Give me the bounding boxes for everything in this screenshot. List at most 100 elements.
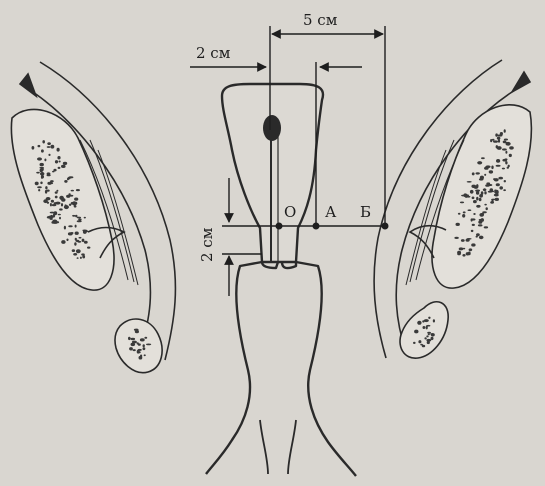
speckle (454, 237, 458, 239)
speckle (494, 194, 499, 197)
speckle (472, 197, 475, 200)
speckle (131, 338, 136, 340)
speckle (66, 239, 68, 242)
speckle (140, 355, 142, 358)
speckle (71, 202, 75, 205)
label-2cm-top: 2 см (196, 44, 231, 62)
speckle (418, 340, 421, 343)
speckle (473, 200, 477, 203)
speckle (485, 165, 490, 168)
speckle (58, 214, 61, 216)
speckle (461, 239, 465, 242)
speckle (423, 326, 426, 329)
speckle (427, 332, 431, 334)
speckle (484, 226, 488, 228)
speckle (467, 181, 472, 183)
speckle (80, 257, 82, 259)
speckle (71, 190, 74, 192)
speckle (75, 238, 77, 241)
speckle (55, 196, 58, 199)
speckle (75, 225, 77, 228)
speckle (431, 333, 434, 335)
speckle (40, 169, 43, 173)
speckle (133, 349, 136, 351)
speckle (476, 191, 479, 194)
speckle (504, 129, 506, 133)
speckle (463, 193, 467, 197)
speckle (484, 191, 486, 194)
speckle (413, 342, 416, 344)
speckle (426, 326, 428, 330)
speckle (138, 349, 142, 351)
speckle (51, 145, 55, 149)
speckle (64, 180, 67, 183)
speckle (32, 146, 35, 150)
speckle (476, 205, 480, 208)
speckle (497, 190, 499, 194)
speckle (472, 224, 475, 226)
speckle (486, 207, 488, 210)
speckle (503, 189, 506, 191)
speckle (35, 182, 39, 186)
label-5cm: 5 см (303, 11, 338, 29)
speckle (68, 225, 72, 227)
speckle (143, 344, 145, 347)
speckle (41, 149, 44, 152)
speckle (491, 200, 493, 203)
speckle (426, 335, 428, 337)
speckle (77, 241, 81, 243)
speckle (481, 157, 485, 159)
speckle (50, 212, 55, 214)
speckle (40, 163, 44, 166)
speckle (39, 167, 44, 169)
speckle (36, 172, 40, 174)
speckle (53, 214, 55, 217)
speckle (52, 204, 57, 206)
speckle (507, 167, 509, 169)
speckle (476, 236, 478, 238)
speckle (68, 176, 73, 178)
speckle (75, 215, 77, 218)
speckle (489, 170, 493, 173)
speckle (462, 214, 465, 218)
speckle (494, 190, 496, 192)
speckle (68, 193, 70, 195)
speckle (431, 337, 434, 340)
speckle (132, 341, 137, 344)
speckle (84, 241, 88, 244)
speckle (45, 186, 47, 189)
speckle (37, 157, 42, 160)
speckle (428, 334, 430, 336)
speckle (61, 198, 65, 202)
speckle (466, 252, 470, 255)
speckle (74, 198, 78, 201)
speckle (502, 148, 507, 150)
speckle (505, 151, 507, 154)
speckle (504, 139, 508, 141)
speckle (490, 188, 494, 192)
speckle (61, 240, 65, 244)
speckle (433, 319, 435, 322)
speckle (493, 178, 495, 180)
speckle (128, 337, 131, 340)
speckle (460, 202, 464, 204)
speckle (426, 339, 431, 342)
speckle (484, 174, 486, 176)
speckle (481, 191, 484, 195)
speckle (47, 142, 51, 145)
speckle (463, 211, 466, 213)
speckle (483, 189, 487, 191)
speckle (456, 223, 460, 226)
speckle (146, 344, 151, 346)
speckle (72, 215, 75, 217)
speckle (493, 140, 498, 142)
speckle (63, 162, 67, 165)
speckle (57, 156, 60, 159)
speckle (73, 253, 77, 256)
speckle (466, 238, 471, 240)
speckle (77, 257, 79, 259)
speckle (75, 232, 79, 235)
speckle (472, 172, 475, 175)
speckle (509, 154, 512, 157)
